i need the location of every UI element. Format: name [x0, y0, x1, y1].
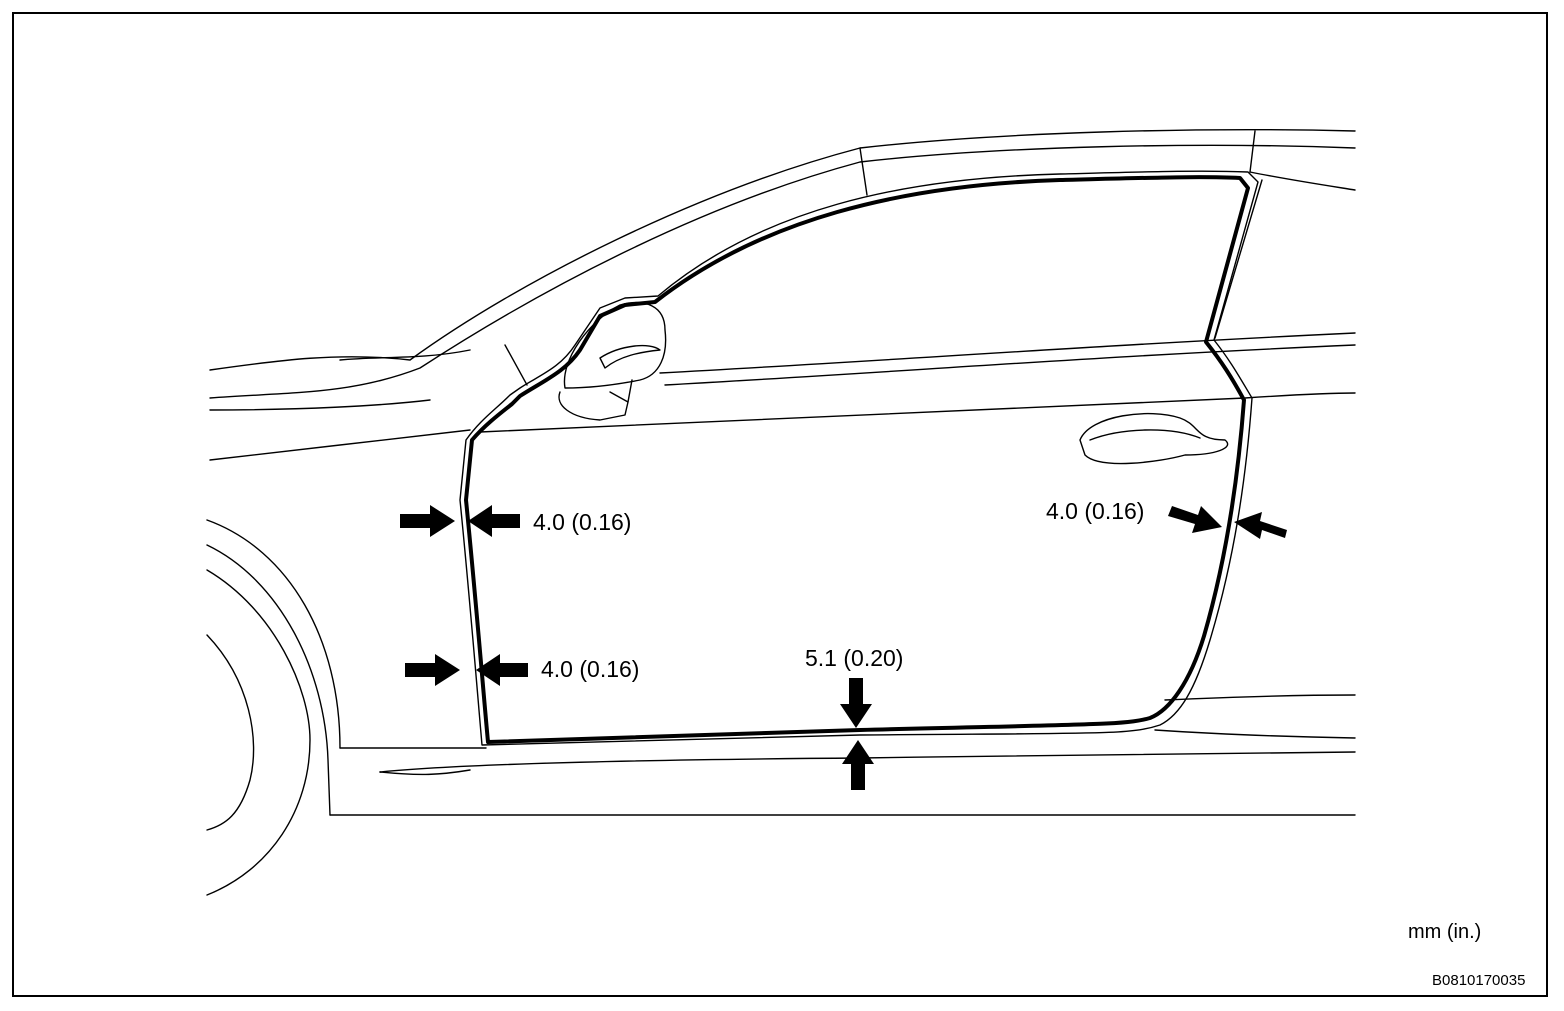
car-body-outline	[206, 128, 1356, 896]
arrow-front-upper-left	[400, 505, 455, 537]
figure-code: B0810170035	[1432, 972, 1526, 989]
side-mirror	[558, 301, 667, 421]
arrow-rear-right	[1234, 512, 1287, 539]
arrow-front-lower-left	[405, 654, 460, 686]
arrow-bottom-bottom	[842, 740, 874, 790]
measurement-rear: 4.0 (0.16)	[1046, 498, 1145, 524]
arrow-bottom-top	[840, 678, 872, 728]
diagram-frame	[12, 12, 1548, 997]
arrow-rear-left	[1168, 506, 1222, 533]
door-handle	[1079, 412, 1229, 465]
units-note: mm (in.)	[1408, 921, 1482, 943]
measurement-front-upper: 4.0 (0.16)	[533, 509, 632, 535]
measurement-front-lower: 4.0 (0.16)	[541, 656, 640, 682]
door-seal-outline	[464, 175, 1250, 744]
body-opening-outline	[459, 170, 1259, 746]
arrow-front-upper-right	[468, 505, 520, 537]
measurement-bottom: 5.1 (0.20)	[805, 645, 904, 671]
arrow-front-lower-right	[476, 654, 528, 686]
